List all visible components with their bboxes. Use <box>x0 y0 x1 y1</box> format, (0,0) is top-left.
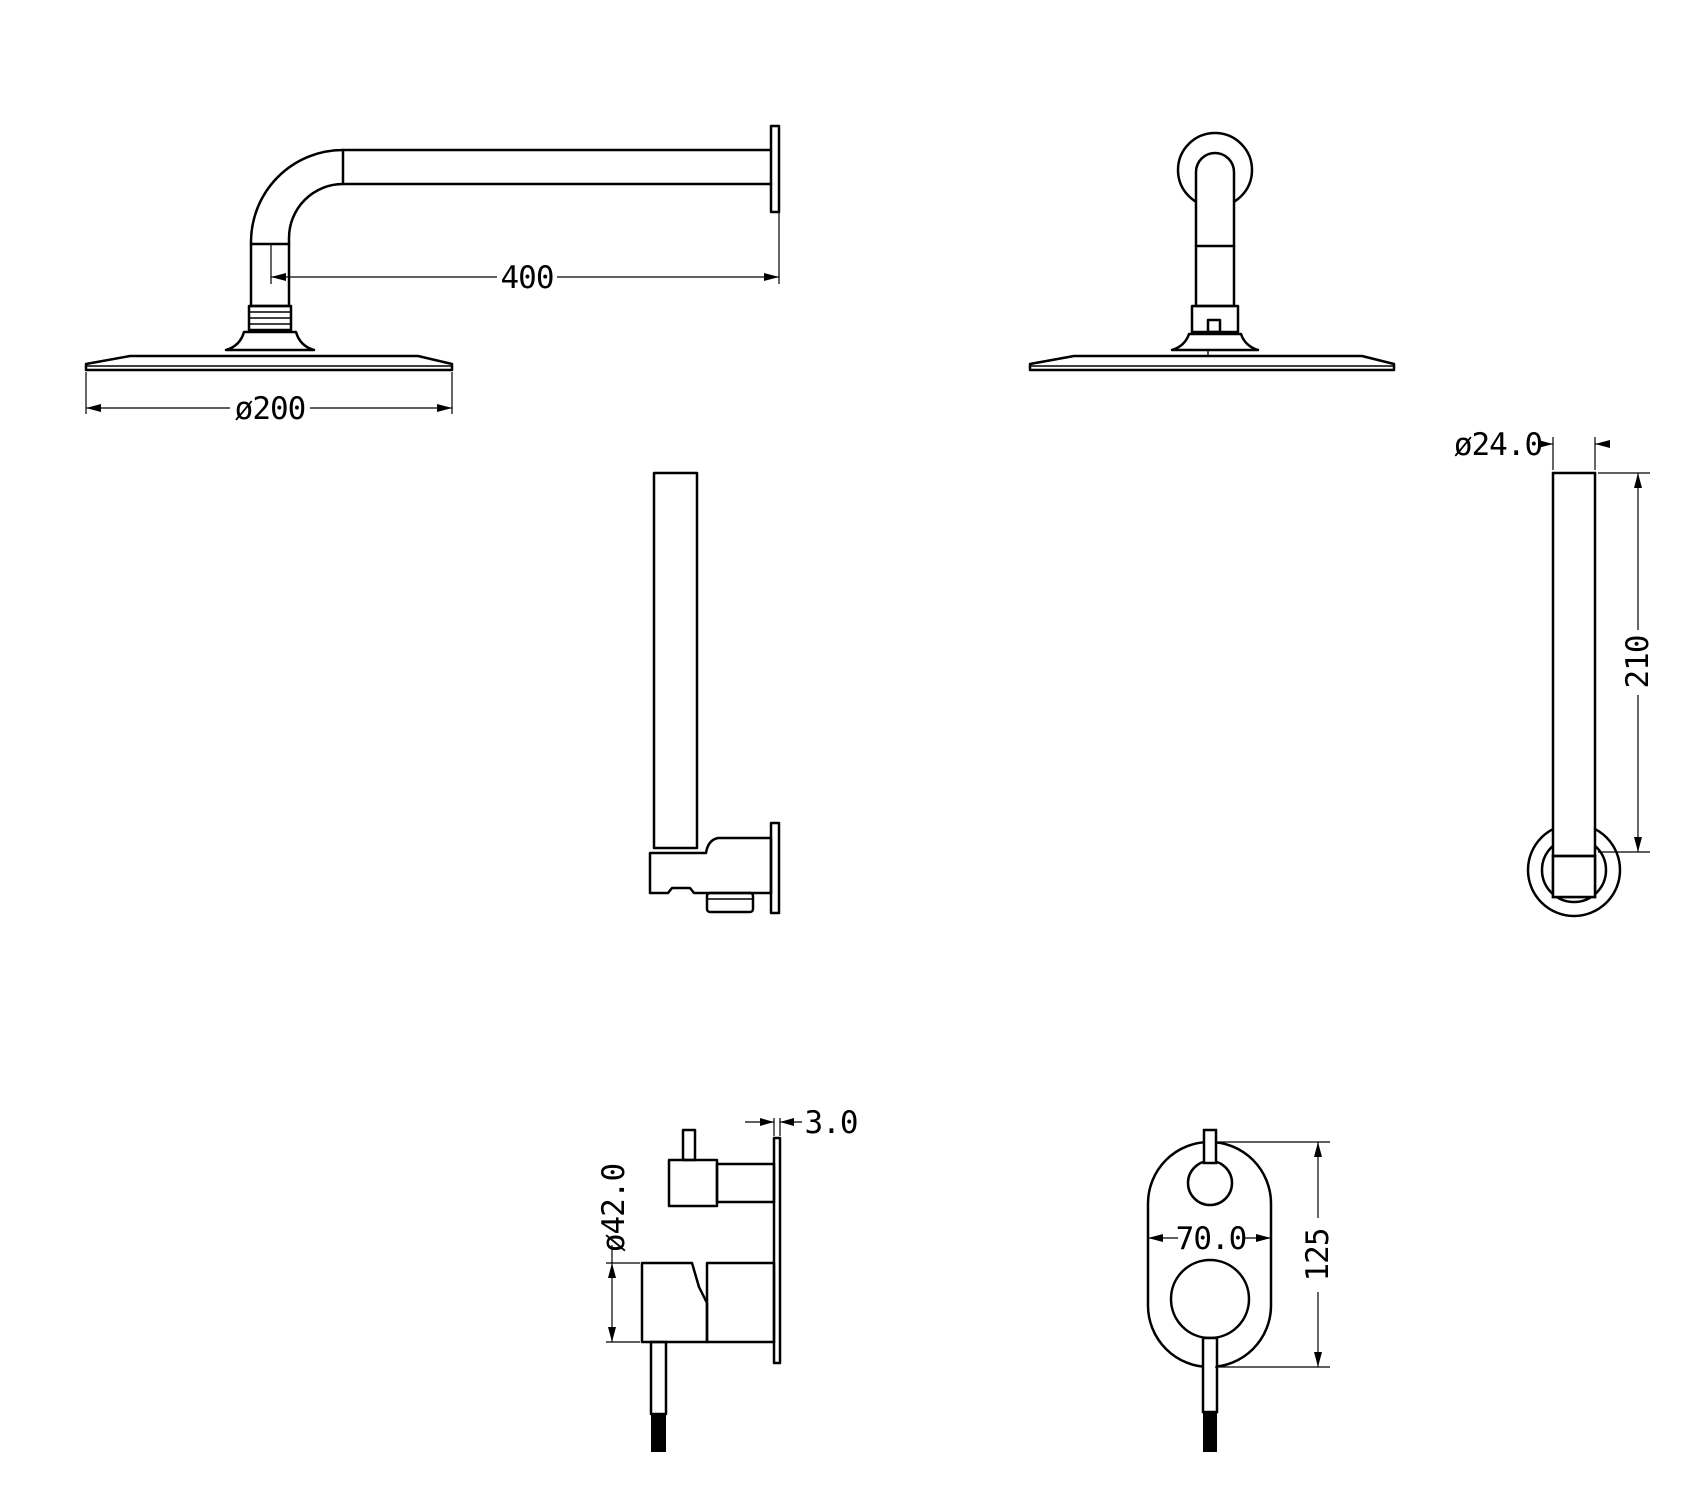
mixer-plate-side <box>772 1136 782 1365</box>
rail-length-label: 210 <box>1620 636 1656 689</box>
shower-head-plate-front <box>1028 354 1396 372</box>
mixer-handle-body <box>640 1261 709 1344</box>
head-diameter-label: ø200 <box>235 391 306 427</box>
head-boss-front <box>1170 332 1260 352</box>
shower-arm-front-view <box>1028 131 1396 372</box>
diverter-body <box>667 1158 719 1208</box>
arm-front <box>1194 151 1236 308</box>
rail-tube <box>652 471 699 850</box>
shower-arm-side-view: 400 ø200 <box>84 124 781 427</box>
mixer-handle-front <box>1169 1258 1251 1340</box>
lever-shaft-front <box>1201 1336 1219 1414</box>
plate-thickness-label: 3.0 <box>805 1105 858 1141</box>
handle-diameter-label: ø42.0 <box>596 1164 632 1252</box>
diverter-stem <box>715 1162 776 1204</box>
lever-grip-front <box>1203 1412 1217 1452</box>
hose-connector <box>705 891 755 914</box>
diverter-knob-pin <box>1202 1128 1218 1165</box>
rail-tube-front <box>1551 471 1597 899</box>
rail-diameter-label: ø24.0 <box>1454 427 1542 463</box>
plate-width-label: 70.0 <box>1176 1221 1247 1257</box>
arm-straight <box>341 148 773 186</box>
lever-shaft <box>649 1340 668 1416</box>
arm-length-label: 400 <box>501 260 554 296</box>
plate-height-label: 125 <box>1300 1229 1336 1282</box>
diverter-mixer-front-view: 70.0 125 <box>1146 1128 1336 1452</box>
mixer-handle-stem <box>705 1261 776 1344</box>
hand-shower-rail-side-view <box>648 471 781 915</box>
diverter-pin <box>681 1128 697 1162</box>
head-boss <box>224 330 316 352</box>
outlet-elbow <box>648 836 773 895</box>
wall-flange <box>769 124 781 214</box>
diverter-mixer-side-view: 3.0 ø42.0 <box>596 1105 859 1452</box>
arm-bend-inner <box>287 182 345 308</box>
hand-shower-rail-front-view: ø24.0 210 <box>1454 427 1656 918</box>
shower-head-plate <box>84 354 454 372</box>
lever-grip <box>651 1414 666 1452</box>
arm-bend-outer <box>249 148 345 308</box>
diverter-knob <box>1186 1159 1234 1207</box>
